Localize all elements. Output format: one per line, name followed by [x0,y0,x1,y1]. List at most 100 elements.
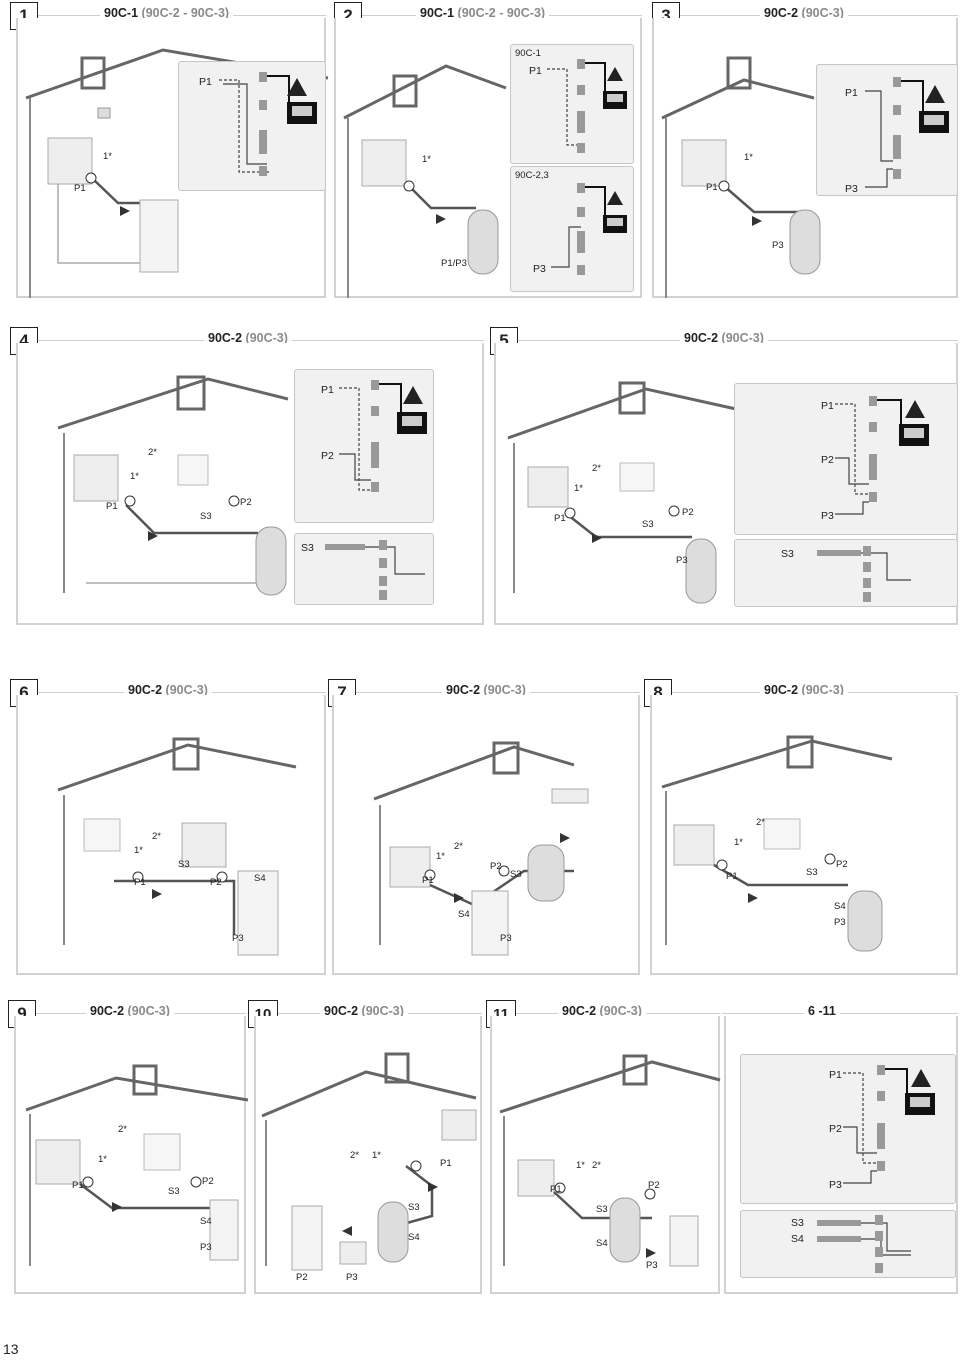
label-1star: 1* [744,152,753,163]
label-s3: S3 [408,1202,420,1213]
label-p1: P1 [106,501,118,512]
panel-8: 1* 2* P1 S3 P2 S4 P3 [650,695,958,975]
panel-6-11: P1 P2 P3 S3 S4 [724,1016,958,1294]
panel-2-header: 2 90C-1 (90C-2 - 90C-3) [334,2,642,30]
label-p1: P1 [706,182,718,193]
panel-5-header: 5 90C-2 (90C-3) [490,327,958,355]
panel-title: 90C-2 (90C-3) [442,683,530,697]
label-p3: P3 [772,240,784,251]
label-s4: S4 [458,909,470,920]
label-2star: 2* [454,841,463,852]
house-diagram [499,1054,721,1267]
label-p3: P3 [232,933,244,944]
label-s4: S4 [200,1216,212,1227]
house-diagram [661,56,821,298]
label-p3: P3 [676,555,688,566]
label-2star: 2* [756,817,765,828]
house-diagram [57,737,297,956]
label-2star: 2* [152,831,161,842]
panel-11: 1* 2* P1 P2 S3 S4 P3 [490,1016,721,1294]
panel-title: 90C-1 (90C-2 - 90C-3) [100,6,234,20]
house-diagram [343,64,507,298]
label-2star: 2* [148,447,157,458]
label-p1: P1 [440,1158,452,1169]
wiring-box-pumps: P1 P2 [294,369,434,523]
label-1star: 1* [98,1154,107,1165]
label-p1: P1 [74,183,86,194]
label-1star: 1* [574,483,583,494]
label-s3: S3 [200,511,212,522]
label-s4: S4 [254,873,266,884]
label-p1: P1 [422,875,434,886]
label-1star: 1* [576,1160,585,1171]
panel-title: 6 -11 [804,1004,840,1018]
label-2star: 2* [350,1150,359,1161]
label-p1: P1 [134,877,146,888]
label-1star: 1* [372,1150,381,1161]
label-s4: S4 [834,901,846,912]
panel-1: P1 1* P1 [16,18,329,298]
panel-title: 90C-2 (90C-3) [320,1004,408,1018]
house-diagram [373,741,589,956]
label-p2: P2 [682,507,694,518]
panel-title: 90C-2 (90C-3) [760,683,848,697]
label-p3: P3 [346,1272,358,1283]
wiring-box-pumps: P1 P2 P3 [740,1054,956,1204]
page-number: 13 [3,1341,19,1357]
panel-6: 1* 2* S3 P1 P2 S4 P3 [16,695,326,975]
panel-9-header: 9 90C-2 (90C-3) [8,1000,246,1028]
label-1star: 1* [103,151,112,162]
label-s4: S4 [408,1232,420,1243]
wiring-box: P1 [178,61,326,191]
panel-5: 1* 2* P1 S3 P2 P3 P1 P2 P3 S3 [494,343,958,625]
label-p1: P1 [554,513,566,524]
label-p3: P3 [646,1260,658,1271]
label-1star: 1* [130,471,139,482]
label-2star: 2* [592,463,601,474]
label-2star: 2* [118,1124,127,1135]
label-s3: S3 [168,1186,180,1197]
label-p2: P2 [836,859,848,870]
label-s3: S3 [596,1204,608,1215]
label-p1: P1 [199,76,212,88]
wiring-box: P1 P3 [816,64,958,196]
label-p2: P2 [490,861,502,872]
panel-4-header: 4 90C-2 (90C-3) [10,327,484,355]
house-diagram [25,1064,249,1266]
label-s3: S3 [806,867,818,878]
panel-title: 90C-2 (90C-3) [558,1004,646,1018]
label-p3: P3 [500,933,512,944]
panel-2: 1* P1/P3 90C-1 P1 90C-2,3 P3 [334,18,642,298]
label-s3: S3 [642,519,654,530]
panel-title: 90C-2 (90C-3) [760,6,848,20]
label-1star: 1* [422,154,431,165]
label-p2: P2 [648,1180,660,1191]
label-p1: P1 [726,871,738,882]
panel-title: 90C-2 (90C-3) [86,1004,174,1018]
label-p2: P2 [202,1176,214,1187]
panel-7: 1* 2* P1 P2 S3 S4 P3 [332,695,640,975]
panel-title: 90C-1 (90C-2 - 90C-3) [416,6,550,20]
label-1star: 1* [134,845,143,856]
house-diagram [25,48,329,298]
house-diagram [57,375,289,596]
label-s3: S3 [178,859,190,870]
panel-4: 1* 2* P1 S3 P2 P1 P2 S3 [16,343,484,625]
house-diagram [261,1052,477,1271]
label-p3: P3 [834,917,846,928]
label-p1: P1 [550,1184,562,1195]
wiring-box-90c1: 90C-1 P1 [510,44,634,164]
panel-title: 90C-2 (90C-3) [204,331,292,345]
label-1star: 1* [734,837,743,848]
label-p1-p3: P1/P3 [441,258,467,269]
house-diagram [507,381,737,604]
wiring-box-sensor: S3 [734,539,958,607]
label-p3: P3 [200,1242,212,1253]
panel-8-header: 8 90C-2 (90C-3) [644,679,958,707]
label-p2: P2 [210,877,222,888]
panel-1-header: 1 90C-1 (90C-2 - 90C-3) [10,2,326,30]
label-p1: P1 [72,1180,84,1191]
wiring-box-90c23: 90C-2,3 P3 [510,166,634,292]
label-s4: S4 [596,1238,608,1249]
panel-title: 90C-2 (90C-3) [124,683,212,697]
